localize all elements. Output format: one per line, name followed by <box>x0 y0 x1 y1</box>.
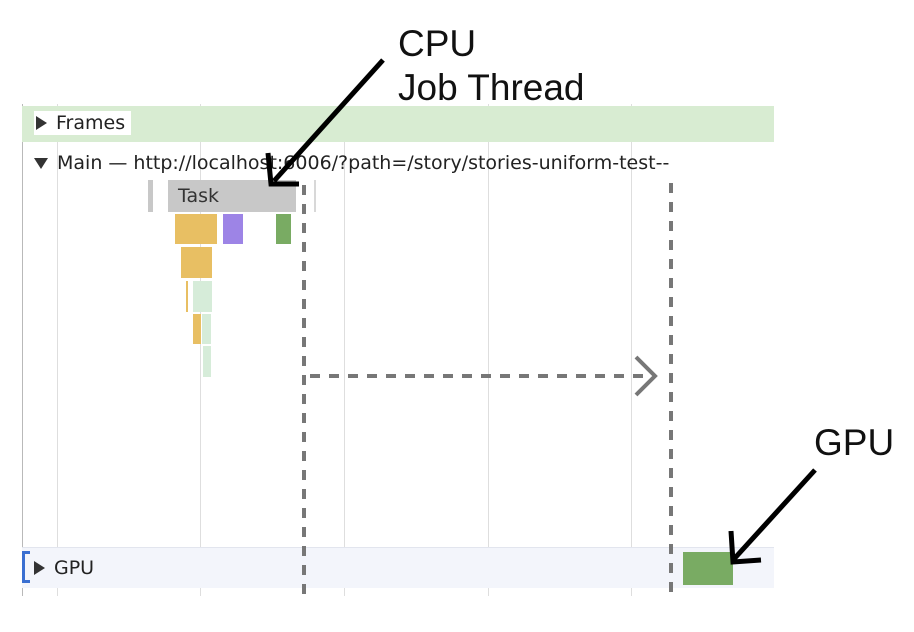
gpu-track[interactable]: GPU <box>22 547 774 588</box>
flame-slice-system[interactable] <box>203 346 211 377</box>
flame-slice-painting[interactable] <box>276 214 291 244</box>
gpu-annotation: GPU <box>814 422 895 463</box>
frames-track[interactable]: Frames <box>22 106 774 142</box>
collapse-triangle-icon[interactable] <box>34 157 48 169</box>
cpu-annotation-line2: Job Thread <box>398 67 585 108</box>
gpu-task-slice[interactable] <box>683 552 733 585</box>
flame-slice-scripting[interactable] <box>186 281 188 312</box>
gridline <box>631 104 632 596</box>
frames-track-label: Frames <box>56 112 126 134</box>
task-slice-small[interactable] <box>148 180 153 212</box>
gridline <box>200 104 201 596</box>
gpu-track-header[interactable]: GPU <box>34 548 94 588</box>
gridline <box>488 104 489 596</box>
flame-slice-system[interactable] <box>193 281 212 312</box>
flame-slice-scripting[interactable] <box>181 247 212 278</box>
cpu-annotation-line1: CPU <box>398 23 477 64</box>
gpu-track-label: GPU <box>54 557 95 579</box>
flame-slice-scripting[interactable] <box>175 214 217 244</box>
task-slice-label: Task <box>178 185 220 207</box>
main-thread-track-header[interactable]: Main — http://localhost:6006/?path=/stor… <box>34 150 774 176</box>
expand-triangle-icon[interactable] <box>36 116 47 130</box>
gpu-track-selection-bracket <box>22 551 30 583</box>
task-slice[interactable]: Task <box>168 180 296 212</box>
main-thread-label: Main — <box>57 152 128 174</box>
gridline <box>344 104 345 596</box>
flame-slice-scripting[interactable] <box>193 314 201 344</box>
performance-timeline-panel: Frames Main — http://localhost:6006/?pat… <box>22 104 774 596</box>
panel-left-border <box>22 104 23 596</box>
flame-slice-rendering[interactable] <box>223 214 243 244</box>
frames-track-header[interactable]: Frames <box>34 111 132 135</box>
expand-triangle-icon[interactable] <box>34 561 45 575</box>
gridline <box>57 104 58 596</box>
main-thread-url: http://localhost:6006/?path=/story/stori… <box>133 152 670 174</box>
task-slice-small[interactable] <box>314 180 316 212</box>
flame-slice-system[interactable] <box>202 314 211 344</box>
